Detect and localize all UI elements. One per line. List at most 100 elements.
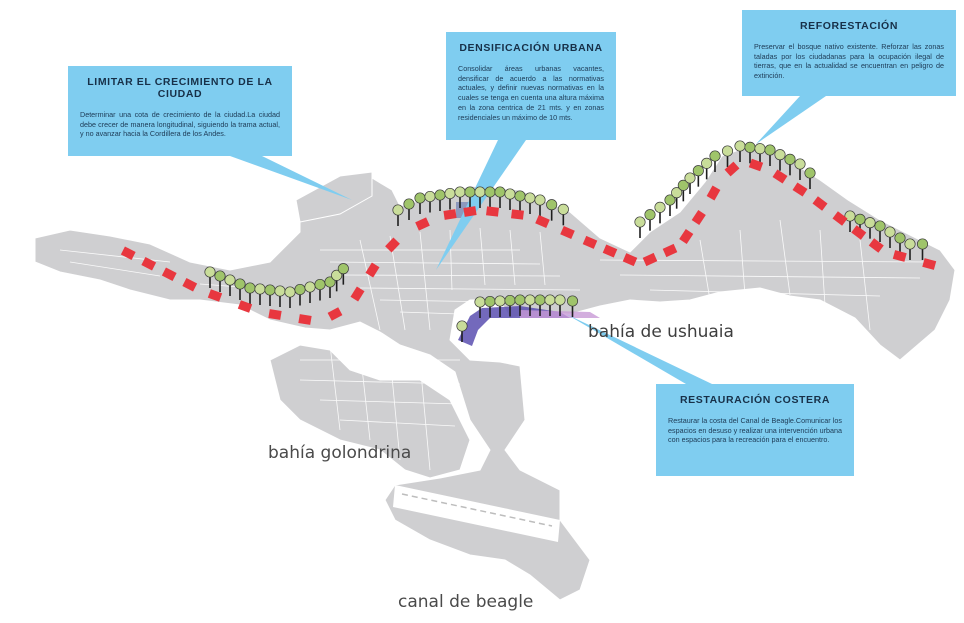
boundary-dash bbox=[350, 286, 365, 302]
tree-icon bbox=[456, 320, 468, 342]
tree-icon bbox=[504, 188, 516, 210]
tree-icon bbox=[254, 283, 266, 305]
tree-icon bbox=[664, 194, 676, 216]
boundary-dash bbox=[443, 209, 457, 220]
label-bahia-ushuaia: bahía de ushuaia bbox=[588, 322, 734, 342]
boundary-dash bbox=[691, 210, 706, 225]
boundary-dash bbox=[560, 225, 575, 240]
airport-runway bbox=[393, 485, 560, 542]
tree-icon bbox=[774, 149, 786, 171]
tree-icon bbox=[204, 266, 216, 288]
pointer-restauracion bbox=[566, 314, 712, 384]
callout-reforestacion-title: REFORESTACIÓN bbox=[799, 20, 899, 32]
boundary-dash bbox=[832, 211, 848, 226]
boundary-dash bbox=[602, 244, 618, 258]
boundary-dash bbox=[622, 253, 638, 267]
tree-icon bbox=[764, 144, 776, 166]
tree-icon bbox=[414, 192, 426, 214]
callout-pointers bbox=[230, 96, 826, 384]
callout-reforestacion: REFORESTACIÓN Preservar el bosque nativo… bbox=[742, 10, 956, 96]
tree-icon bbox=[874, 220, 886, 242]
tree-icon bbox=[671, 187, 683, 209]
tree-icon bbox=[546, 199, 558, 221]
callout-densificacion: DENSIFICACIÓN URBANA Consolidar áreas ur… bbox=[446, 32, 616, 140]
boundary-dash bbox=[812, 196, 828, 211]
boundary-dash bbox=[582, 235, 598, 249]
tree-icon bbox=[884, 226, 896, 248]
boundary-dash bbox=[535, 214, 550, 229]
tree-icon bbox=[331, 269, 343, 292]
boundary-dash bbox=[724, 161, 740, 177]
tree-icon bbox=[701, 157, 713, 180]
boundary-dash bbox=[706, 185, 721, 201]
tree-icon bbox=[454, 186, 466, 208]
tree-icon bbox=[864, 217, 876, 239]
boundary-dash bbox=[161, 267, 177, 281]
boundary-dash bbox=[851, 225, 867, 240]
tree-icon bbox=[494, 295, 506, 317]
boundary-dash bbox=[511, 209, 524, 220]
tree-icon bbox=[644, 209, 656, 231]
tree-icon bbox=[214, 270, 226, 292]
callout-restauracion-text: Restaurar la costa del Canal de Beagle.C… bbox=[668, 416, 842, 445]
tree-rows bbox=[204, 140, 929, 342]
tree-icon bbox=[654, 201, 666, 224]
boundary-dash bbox=[182, 278, 198, 292]
growth-boundary bbox=[120, 158, 937, 325]
callout-densificacion-text: Consolidar áreas urbanas vacantes, densi… bbox=[458, 64, 604, 122]
boundary-dash bbox=[792, 182, 808, 197]
tree-icon bbox=[403, 198, 415, 220]
callout-restauracion-title: RESTAURACIÓN COSTERA bbox=[679, 394, 831, 406]
callout-densificacion-title: DENSIFICACIÓN URBANA bbox=[459, 42, 603, 54]
tree-icon bbox=[709, 150, 721, 172]
tree-icon bbox=[234, 278, 246, 300]
tree-icon bbox=[554, 294, 566, 316]
boundary-dash bbox=[463, 206, 477, 217]
boundary-dash bbox=[415, 217, 430, 231]
boundary-dash bbox=[385, 237, 400, 253]
tree-icon bbox=[804, 167, 816, 189]
tree-icon bbox=[544, 294, 556, 316]
land-mass bbox=[34, 145, 956, 601]
tree-icon bbox=[566, 295, 579, 317]
tree-icon bbox=[264, 284, 276, 306]
tree-icon bbox=[484, 186, 496, 208]
tree-icon bbox=[514, 294, 526, 316]
tree-icon bbox=[894, 232, 906, 254]
north-tract bbox=[295, 171, 373, 223]
boundary-dash bbox=[662, 243, 678, 258]
tree-icon bbox=[324, 276, 336, 298]
pointer-reforestacion bbox=[756, 96, 826, 144]
callout-reforestacion-text: Preservar el bosque nativo existente. Re… bbox=[754, 42, 944, 81]
tree-icon bbox=[304, 281, 316, 303]
pointer-limitar bbox=[230, 156, 352, 200]
boundary-dash bbox=[141, 257, 157, 271]
boundary-dash bbox=[748, 158, 764, 172]
tree-icon bbox=[684, 172, 696, 194]
tree-icon bbox=[524, 294, 536, 316]
tree-icon bbox=[794, 158, 806, 180]
boundary-dash bbox=[120, 246, 136, 260]
tree-icon bbox=[484, 295, 496, 318]
tree-icon bbox=[634, 216, 646, 238]
tree-icon bbox=[784, 153, 796, 176]
tree-icon bbox=[744, 141, 756, 164]
callout-limitar-text: Determinar una cota de crecimiento de la… bbox=[80, 110, 280, 139]
boundary-dash bbox=[268, 309, 282, 320]
boundary-dash bbox=[922, 258, 937, 270]
tree-icon bbox=[734, 140, 746, 162]
pointer-densificacion bbox=[436, 140, 526, 270]
boundary-dash bbox=[892, 250, 907, 262]
tree-icon bbox=[721, 145, 734, 167]
callout-limitar: LIMITAR EL CRECIMIENTO DE LA CIUDAD Dete… bbox=[68, 66, 292, 156]
tree-icon bbox=[274, 285, 286, 307]
tree-icon bbox=[392, 204, 404, 226]
boundary-dash bbox=[237, 300, 253, 313]
tree-icon bbox=[916, 238, 929, 260]
boundary-dash bbox=[327, 307, 343, 321]
tree-icon bbox=[557, 203, 569, 226]
boundary-dash bbox=[365, 262, 380, 278]
tree-icon bbox=[337, 263, 349, 285]
tree-icon bbox=[534, 194, 546, 216]
